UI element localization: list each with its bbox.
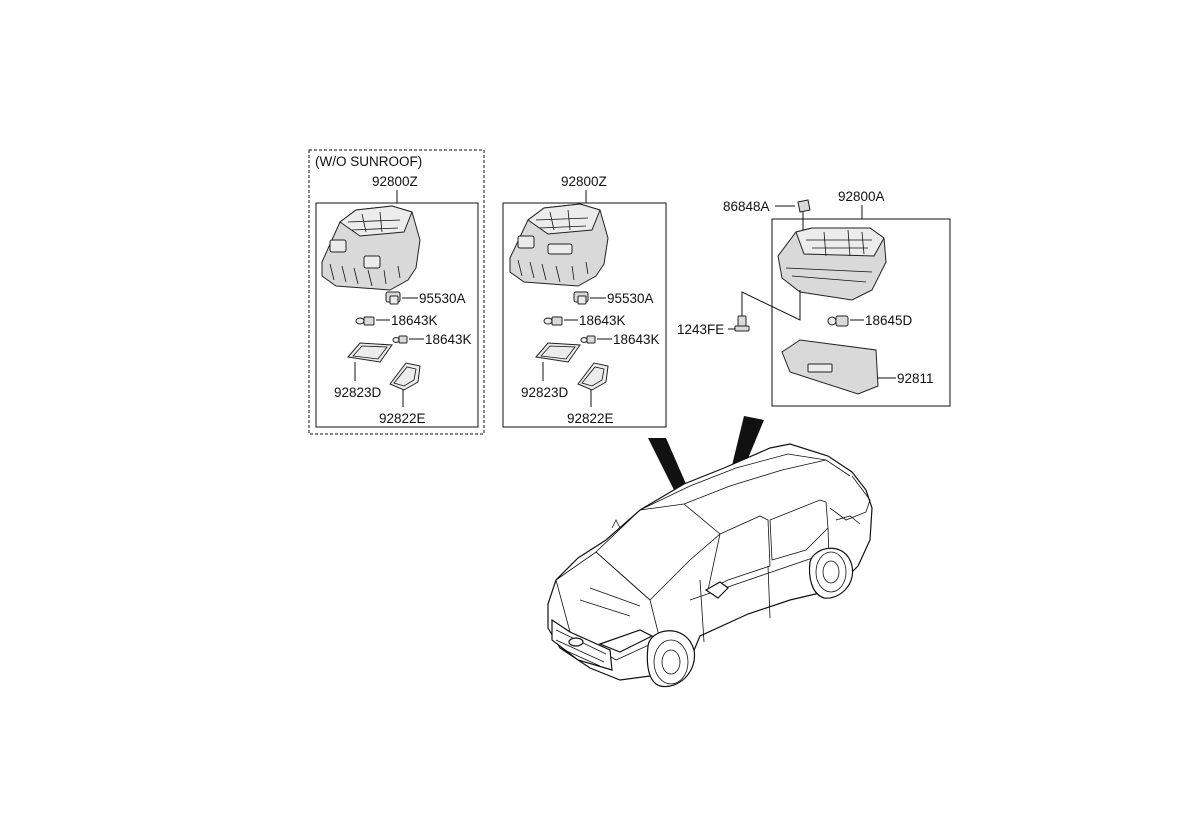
bulb-part (827, 315, 849, 327)
hood-creases (579, 587, 641, 617)
socket-part (573, 291, 589, 305)
assembly-frame (502, 202, 667, 428)
bulb-part (392, 335, 408, 344)
label-18645d: 18645D (865, 313, 913, 328)
dashed-frame (308, 149, 485, 435)
antenna (611, 519, 621, 529)
label-18643k-b1: 18643K (579, 313, 626, 328)
label-18643k-a1: 18643K (391, 313, 438, 328)
tail-lamp (835, 515, 861, 525)
lens-small-part (577, 362, 609, 391)
grille (551, 618, 613, 671)
trunk-line (829, 475, 871, 521)
wire-line (741, 290, 801, 321)
group-wo-sunroof: (W/O SUNROOF) 92800Z 95530A 18643K (308, 149, 485, 435)
bulb-part (543, 316, 563, 326)
car-illustration (547, 416, 873, 688)
label-92823d-b: 92823D (521, 385, 569, 400)
label-92811: 92811 (897, 371, 934, 386)
roof-line (683, 459, 827, 505)
front-wheel (646, 630, 696, 688)
lens-small-part (389, 362, 421, 391)
headlight (598, 629, 654, 653)
label-assembly-92800a: 92800A (838, 189, 885, 204)
screw-part (734, 315, 750, 332)
label-18643k-b2: 18643K (613, 332, 660, 347)
bulb-part (580, 335, 596, 344)
lens-part (781, 339, 879, 395)
socket-part (385, 291, 401, 305)
lens-part (347, 342, 393, 363)
label-95530a-a: 95530A (419, 291, 466, 306)
label-92822e-b: 92822E (567, 411, 614, 426)
assembly-frame (315, 202, 479, 428)
label-1243fe: 1243FE (677, 322, 724, 337)
side-mirror (704, 581, 729, 599)
overhead-console-housing (321, 205, 421, 291)
bulb-part (355, 316, 375, 326)
label-92822e-a: 92822E (379, 411, 426, 426)
assembly-frame (771, 218, 951, 407)
label-assembly-92800z-b: 92800Z (561, 174, 607, 189)
rear-wheel (808, 547, 854, 599)
overhead-console-housing (509, 203, 609, 287)
label-18643k-a2: 18643K (425, 332, 472, 347)
label-95530a-b: 95530A (607, 291, 654, 306)
label-86848a: 86848A (723, 199, 770, 214)
car-body (547, 443, 873, 681)
emblem (568, 637, 584, 647)
lens-part (535, 342, 581, 363)
label-92823d-a: 92823D (334, 385, 382, 400)
label-wo-sunroof: (W/O SUNROOF) (315, 154, 422, 169)
label-assembly-92800z-a: 92800Z (372, 174, 418, 189)
roof-line (639, 453, 851, 511)
room-lamp-housing (777, 227, 887, 301)
group-room-lamp: 92800A 86848A 1243FE 18645D (677, 189, 951, 407)
group-standard: 92800Z 95530A 18643K 18643K (502, 174, 667, 428)
